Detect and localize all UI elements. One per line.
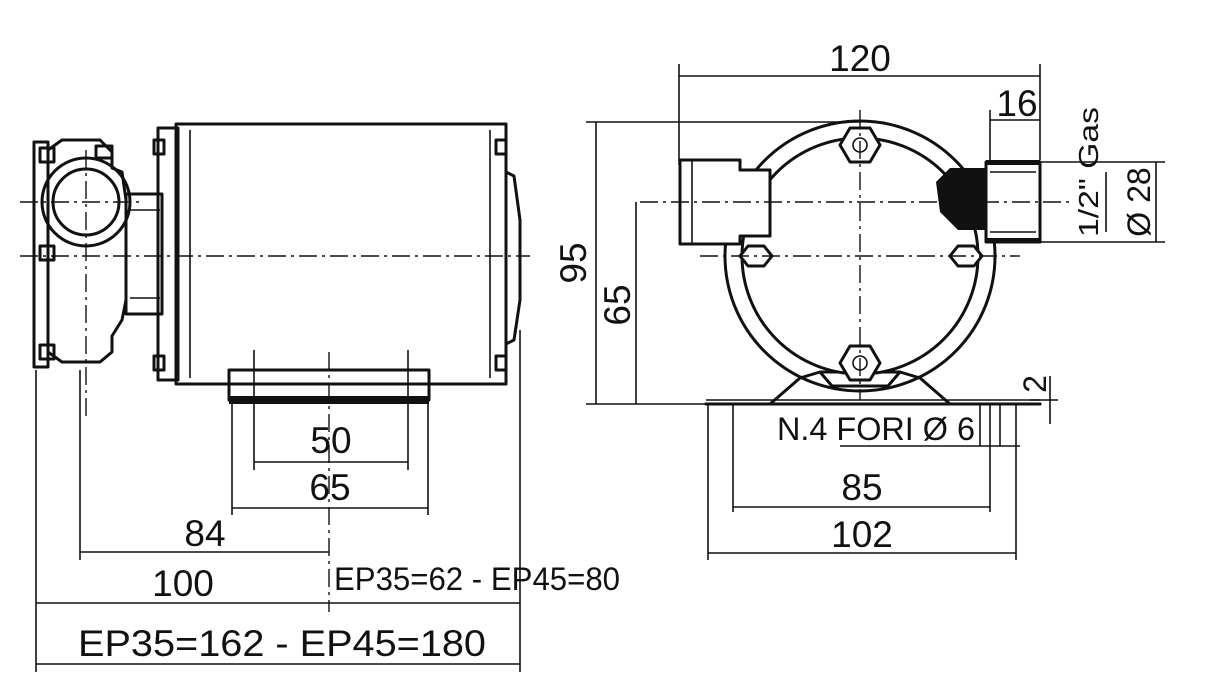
dim-axis-height: 65: [597, 284, 638, 325]
pump-head: [32, 138, 164, 369]
motor-screw-tr: [494, 138, 508, 156]
motor-screw-tl: [152, 138, 166, 156]
thread-label: 1/2" Gas: [1073, 107, 1104, 237]
motor-end-cap: [504, 170, 522, 346]
motor-screw-br: [494, 354, 508, 372]
dim-height: 95: [553, 242, 594, 283]
dim-foot-thickness: 2: [1017, 375, 1053, 393]
head-bolt-top: [38, 146, 56, 164]
dim-foot-holes: 50: [310, 420, 351, 461]
coupling-housing: [124, 192, 164, 316]
dim-base-width: 102: [831, 514, 893, 555]
front-view: 120 16 95 65 1/2" Gas Ø 28 2 N.4 FORI Ø …: [553, 38, 1165, 560]
motor-body: [152, 122, 522, 404]
head-bolt-mid: [38, 244, 56, 262]
holes-label: N.4 FORI Ø 6: [777, 411, 975, 447]
motor-screw-bl: [152, 354, 166, 372]
dim-port-diameter: Ø 28: [1121, 167, 1157, 236]
head-nut-top: [94, 144, 114, 160]
dim-hole-spacing: 85: [841, 467, 882, 508]
head-body: [46, 138, 128, 364]
dim-width: 120: [829, 38, 891, 79]
side-view: 50 65 84 100 EP35=62 - EP45=80 EP35=162 …: [20, 122, 620, 672]
motor-casing: [174, 122, 508, 386]
dim-motor-variant: EP35=62 - EP45=80: [334, 561, 620, 597]
motor-end-flange: [156, 126, 180, 382]
head-bolt-bottom: [38, 343, 56, 361]
dim-to-foot-center: 100: [152, 563, 214, 604]
dim-port-length: 16: [996, 83, 1037, 124]
dim-to-center: 84: [184, 513, 225, 554]
dim-total-length: EP35=162 - EP45=180: [78, 623, 486, 664]
dim-foot-length: 65: [309, 467, 350, 508]
